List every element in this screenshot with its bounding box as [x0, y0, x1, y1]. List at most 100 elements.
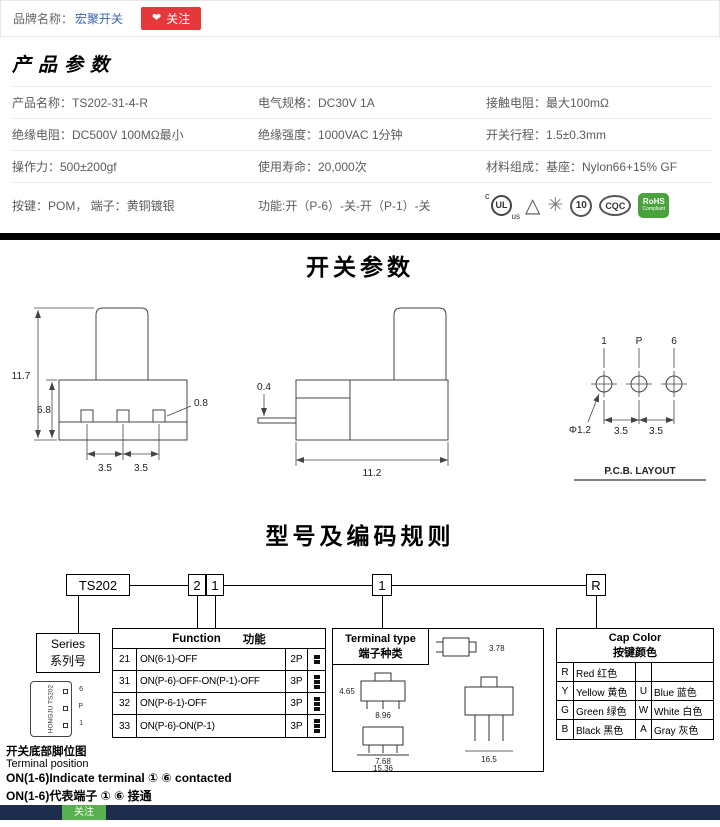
- series-label-zh: 系列号: [49, 654, 86, 668]
- rohs-compliant-icon: RoHS Compliant: [638, 193, 670, 218]
- dim-body-height: 6.8: [37, 405, 51, 416]
- code-function-digit2-box: 1: [206, 574, 224, 596]
- function-code: 32: [113, 693, 137, 714]
- color-code: U: [635, 682, 652, 700]
- function-row: 32 ON(P-6-1)-OFF 3P: [113, 693, 325, 715]
- technical-drawings: 11.7 6.8 0.8 3.5 3.5 0.4 11.2: [12, 307, 706, 481]
- dim-pitch-b: 3.5: [134, 463, 148, 474]
- pin-config-icon: [307, 649, 325, 670]
- terminal-type-header: Terminal type 端子种类: [333, 629, 429, 665]
- connector-line: [130, 585, 596, 586]
- triangle-certification-icon: △: [525, 194, 541, 217]
- function-code: 21: [113, 649, 137, 670]
- certification-icons: c UL us △ ✳ 10 CQC RoHS Compliant: [485, 191, 712, 221]
- color-code: Y: [557, 682, 574, 700]
- brand-name-link[interactable]: 宏聚开关: [75, 12, 124, 26]
- note-chinese: ON(1-6)代表端子 ① ⑥ 接通: [6, 789, 152, 803]
- pcb-pinP-label: P: [636, 336, 643, 347]
- cap-color-row: Y Yellow 黄色 U Blue 蓝色: [557, 682, 713, 701]
- param-row: 操作力：500±200gf 使用寿命：20,000次 材料组成：基座：Nylon…: [12, 150, 712, 182]
- function-header-en: Function: [172, 632, 221, 645]
- dim-pitch-a: 3.5: [98, 463, 112, 474]
- color-code: B: [557, 720, 574, 739]
- model-coding-diagram: TS202 2 1 1 R Series 系列号 Function 功能 21 …: [0, 553, 720, 803]
- follow-button-label: 关注: [166, 12, 191, 26]
- param-electrical-rating: 电气规格：DC30V 1A: [258, 96, 375, 110]
- function-table-header: Function 功能: [113, 629, 325, 649]
- color-code: W: [635, 701, 652, 719]
- pin-config-icon: [307, 693, 325, 714]
- svg-text:7.68: 7.68: [375, 757, 391, 766]
- terminal-type-zh: 端子种类: [358, 647, 403, 660]
- function-code: 33: [113, 715, 137, 737]
- pcb-pin6-label: 6: [671, 336, 677, 347]
- code-color-box: R: [586, 574, 606, 596]
- color-name: Red 红色: [576, 668, 618, 680]
- param-function: 功能:开（P-6）-关-开（P-1）-关: [258, 199, 431, 213]
- note-english: ON(1-6)Indicate terminal ① ⑥ contacted: [6, 771, 232, 785]
- rohs-label: RoHS: [642, 197, 665, 207]
- code-terminal-box: 1: [372, 574, 392, 596]
- svg-text:3.78: 3.78: [489, 644, 505, 653]
- pcb-pitch-a: 3.5: [614, 426, 628, 437]
- heart-icon: ❤: [152, 12, 162, 24]
- color-name: Blue 蓝色: [654, 687, 697, 699]
- terminal-drawing-2: 8.96 4.65: [339, 672, 406, 719]
- param-insulation-resistance: 绝缘电阻：DC500V 100MΩ最小: [12, 128, 184, 142]
- code-series-box: TS202: [66, 574, 130, 596]
- function-row: 33 ON(P-6)-ON(P-1) 3P: [113, 715, 325, 737]
- function-desc: ON(P-6)-ON(P-1): [140, 720, 215, 732]
- cap-color-row: G Green 绿色 W White 白色: [557, 701, 713, 720]
- color-name: Yellow 黄色: [576, 687, 628, 699]
- safety-mark-icon: ✳: [547, 195, 564, 216]
- pin-label: 1: [79, 720, 83, 727]
- ul-logo: UL: [491, 194, 512, 216]
- terminal-type-box: Terminal type 端子种类 3.78 8.96 4.65: [332, 628, 544, 772]
- function-poles: 3P: [285, 715, 307, 737]
- pin-pad: [63, 706, 68, 711]
- footer-follow-badge[interactable]: 关注: [62, 805, 106, 820]
- color-name: White 白色: [654, 706, 703, 718]
- ul-us-label: us: [511, 211, 520, 221]
- dim-pin-width: 0.8: [194, 398, 208, 409]
- svg-text:4.65: 4.65: [339, 687, 355, 696]
- terminal-drawing-4: 16.5: [464, 676, 514, 764]
- cap-color-zh: 按键颜色: [613, 646, 657, 659]
- function-desc: ON(P-6-1)-OFF: [140, 698, 207, 709]
- pcb-pin1-label: 1: [601, 336, 607, 347]
- pcb-hole-diameter: Φ1.2: [569, 425, 591, 436]
- brand-bar: 品牌名称： 宏聚开关 ❤ 关注: [0, 0, 720, 37]
- series-label-en: Series: [50, 636, 85, 651]
- pin-config-icon: [307, 715, 325, 737]
- code-function-digit1-box: 2: [188, 574, 206, 596]
- function-table: Function 功能 21 ON(6-1)-OFF 2P 31 ON(P-6)…: [112, 628, 326, 738]
- connector-line: [197, 596, 198, 628]
- brand-label: 品牌名称：: [13, 12, 74, 26]
- pin-config-icon: [307, 671, 325, 692]
- color-code: [635, 663, 652, 681]
- connector-line: [215, 596, 216, 628]
- dimension-lines: [587, 348, 675, 424]
- cap-color-header: Cap Color 按键颜色: [557, 629, 713, 663]
- svg-text:15.36: 15.36: [373, 764, 394, 771]
- param-key-terminal: 按键：POM， 端子：黄铜镀银: [12, 199, 175, 213]
- pin-pad: [63, 723, 68, 728]
- param-lifespan: 使用寿命：20,000次: [258, 160, 367, 174]
- dim-pin-thickness: 0.4: [257, 382, 271, 393]
- cap-color-row: R Red 红色: [557, 663, 713, 682]
- cap-color-row: B Black 黑色 A Gray 灰色: [557, 720, 713, 739]
- terminal-position-caption-zh: 开关底部脚位图: [6, 746, 87, 758]
- dim-body-width: 11.2: [363, 468, 382, 479]
- color-code: A: [635, 720, 652, 739]
- param-dielectric-strength: 绝缘强度：1000VAC 1分钟: [258, 128, 403, 142]
- function-code: 31: [113, 671, 137, 692]
- footer-bar: 关注: [0, 805, 720, 820]
- coding-rules-heading: 型号及编码规则: [265, 523, 455, 549]
- section-divider: [0, 233, 720, 240]
- param-material: 材料组成：基座：Nylon66+15% GF: [486, 160, 678, 174]
- param-operating-force: 操作力：500±200gf: [12, 160, 117, 174]
- terminal-drawing-3: 7.68 15.36: [357, 726, 409, 771]
- series-legend-box: Series 系列号: [36, 633, 100, 673]
- follow-button[interactable]: ❤ 关注: [141, 7, 202, 30]
